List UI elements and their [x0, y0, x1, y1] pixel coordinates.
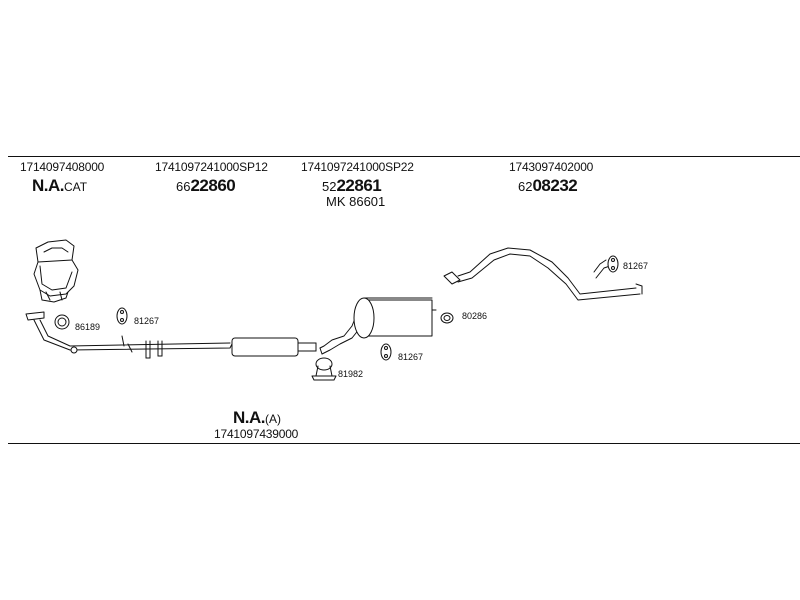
- part-number-front-pipe: 1741097439000: [214, 427, 299, 441]
- top-divider-line: [8, 156, 800, 157]
- rear-rubber-mount-drawing: [607, 255, 619, 273]
- callout-middle-rubber-mount: 81267: [398, 352, 424, 362]
- catalytic-converter-drawing: [33, 239, 79, 303]
- part-number-catalytic-converter: 1714097408000: [20, 160, 105, 174]
- bottom-divider-line: [8, 443, 800, 444]
- callout-rear-ring: 80286: [462, 311, 488, 321]
- mounting-kit-label: MK 86601: [326, 194, 386, 209]
- middle-clamp-drawing: [311, 357, 337, 381]
- middle-rubber-mount-drawing: [380, 343, 392, 361]
- ref-middle-pipe: 6622860: [176, 176, 236, 195]
- front-rubber-mount-drawing: [116, 307, 128, 325]
- ref-tail-pipe: 6208232: [518, 176, 578, 195]
- part-number-tail-pipe: 1743097402000: [509, 160, 594, 174]
- tail-pipe-drawing: [443, 247, 643, 301]
- rear-silencer-drawing: [319, 297, 437, 355]
- part-number-rear-silencer: 1741097241000SP22: [301, 160, 414, 174]
- ref-front-pipe: N.A.(A): [233, 408, 281, 427]
- front-pipe-drawing: [25, 311, 317, 359]
- ref-rear-silencer: 5222861: [322, 176, 382, 195]
- callout-front-rubber-mount: 81267: [134, 316, 160, 326]
- callout-front-ring: 86189: [75, 322, 101, 332]
- rear-ring-drawing: [440, 312, 454, 324]
- callout-rear-rubber-mount: 81267: [623, 261, 649, 271]
- part-number-middle-pipe: 1741097241000SP12: [155, 160, 268, 174]
- callout-middle-clamp: 81982: [338, 369, 364, 379]
- ref-catalytic-converter: N.A.CAT: [32, 176, 88, 195]
- front-ring-drawing: [54, 314, 70, 330]
